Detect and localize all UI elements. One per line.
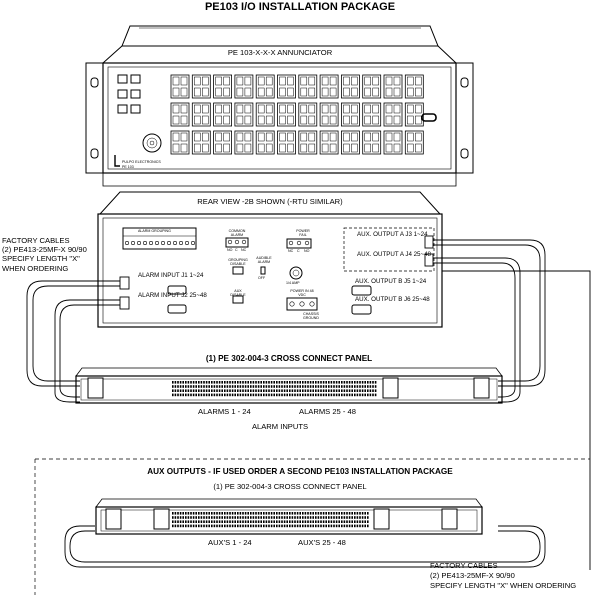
rear-view-panel [97,191,443,328]
power-fail-nc-label: NC [288,249,294,253]
power-fail-c-label: C [297,249,300,253]
alarm-input-j1-label: ALARM INPUT J1 1~24 [138,272,204,279]
cross-connect-panel-1-title: (1) PE 302-004-3 CROSS CONNECT PANEL [205,354,373,363]
annunciator-window [404,102,424,127]
annunciator-window [255,130,275,155]
model-label: PE 103 [122,165,134,169]
annunciator-window [191,102,211,127]
alarm-inputs-caption: ALARM INPUTS [251,422,309,431]
annunciator-window [362,102,382,127]
cross-connect-panel-2-pins [172,512,369,528]
annunciator-window [340,102,360,127]
aux-output-a-j4-label: AUX. OUTPUT A J4 25~48 [357,251,431,258]
grouping-disable-label: GROUPING DISABLE [228,258,248,266]
rear-view-label: REAR VIEW -2B SHOWN (-RTU SIMILAR) [197,197,343,206]
annunciator-window [319,74,339,99]
common-c-label: C [235,248,238,252]
cross-connect-panel-2-frame [95,498,483,535]
annunciator-window [213,102,233,127]
annunciator-window [383,102,403,127]
alarms-25-48-label: ALARMS 25 - 48 [299,407,356,416]
annunciator-front-view [85,25,474,187]
annunciator-window [383,74,403,99]
alarm-input-j2-label: ALARM INPUT J2 25~48 [138,292,207,299]
annunciator-window [362,74,382,99]
annunciator-window [277,102,296,127]
power-in-label: POWER IN 48 VDC [290,289,314,297]
cross-connect-panel-2-title: (1) PE 302-004-3 CROSS CONNECT PANEL [213,482,367,491]
annunciator-window [170,130,190,155]
annunciator-window [255,102,275,127]
factory-cables-bottom-line1: FACTORY CABLES [430,561,498,570]
auxs-25-48-label: AUX'S 25 - 48 [298,538,346,547]
brand-label: PULPO ELECTRONICS [122,160,161,164]
alarms-1-24-label: ALARMS 1 - 24 [198,407,251,416]
annunciator-window [340,130,360,155]
factory-cables-left-note: FACTORY CABLES (2) PE413-25MF-X 90/90 SP… [2,236,87,273]
audible-off-label: OFF [258,276,266,280]
annunciator-window [191,130,211,155]
aux-output-a-j3-label: AUX. OUTPUT A J3 1~24 [357,231,428,238]
annunciator-window [298,102,318,127]
annunciator-label: PE 103-X-X-X ANNUNCIATOR [227,48,333,57]
chassis-ground-label: CHASSIS GROUND [303,312,319,320]
factory-cables-bottom-line2: (2) PE413-25MF-X 90/90 [430,571,515,580]
annunciator-window [383,130,403,155]
aux-output-cables-a [424,235,546,403]
annunciator-window [170,74,190,99]
audible-alarm-label: AUDIBLE ALARM [256,256,272,264]
common-no-label: NO [227,248,233,252]
power-fail-no-label: NO [304,249,310,253]
cross-connect-panel-1-frame [75,367,503,404]
aux-output-cables-lower [34,270,591,595]
fuse-label: 1/4 AMP [286,281,300,285]
annunciator-window [170,102,190,127]
annunciator-window [234,102,254,127]
annunciator-window [255,74,275,99]
annunciator-window [319,130,339,155]
page-title: PE103 I/O INSTALLATION PACKAGE [204,1,396,13]
terminal-block-title: ALARM GROUPING [138,229,171,233]
annunciator-window [340,74,360,99]
annunciator-window [213,74,233,99]
annunciator-window [191,74,211,99]
alarm-input-cables [26,276,130,403]
annunciator-windows [170,74,424,155]
auxs-1-24-label: AUX'S 1 - 24 [208,538,252,547]
annunciator-window [404,130,424,155]
aux-outputs-title: AUX OUTPUTS - IF USED ORDER A SECOND PE1… [147,467,453,476]
annunciator-window [234,130,254,155]
annunciator-window [234,74,254,99]
factory-cables-bottom-line3: SPECIFY LENGTH "X" WHEN ORDERING [430,581,577,590]
power-fail-label: POWER FAIL [296,229,310,237]
annunciator-window [277,74,296,99]
common-nc-label: NC [241,248,247,252]
annunciator-window [277,130,296,155]
annunciator-window [319,102,339,127]
common-alarm-label: COMMON ALARM [228,229,246,237]
cross-connect-panel-1-pins [172,381,377,397]
terminal-posts [125,239,315,307]
annunciator-window [362,130,382,155]
aux-disable-label: AUX DISABLE [230,289,246,297]
aux-output-b-j6-label: AUX. OUTPUT B J6 25~48 [355,296,430,303]
annunciator-window [213,130,233,155]
aux-output-b-j5-label: AUX. OUTPUT B J5 1~24 [355,278,427,285]
annunciator-window [404,74,424,99]
annunciator-window [298,130,318,155]
annunciator-window [298,74,318,99]
